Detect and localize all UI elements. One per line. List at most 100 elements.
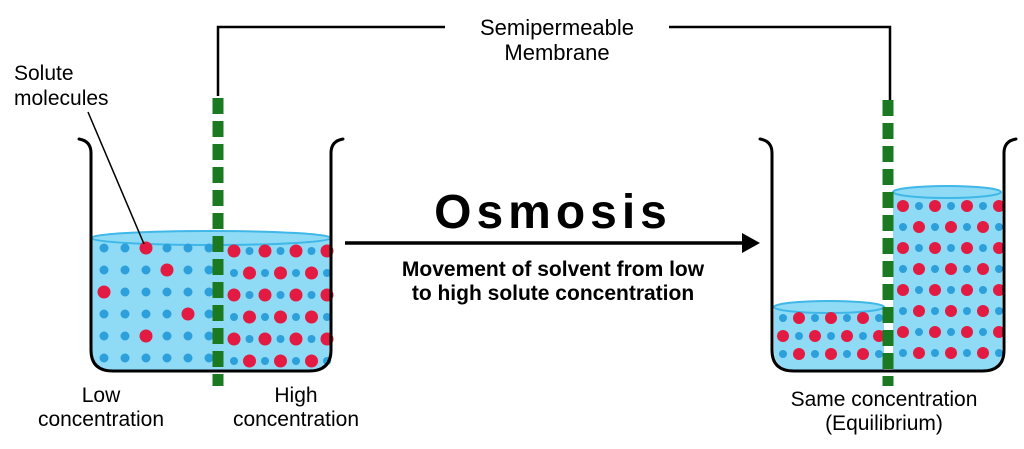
solvent-molecule-dot bbox=[899, 223, 907, 231]
solute-molecule-dot bbox=[97, 285, 111, 299]
solute-molecule-dot bbox=[160, 263, 174, 277]
solute-molecule-dot bbox=[993, 284, 1005, 296]
same-concentration-label-line2: (Equilibrium) bbox=[825, 412, 943, 435]
solvent-molecule-dot bbox=[979, 286, 987, 294]
solute-molecule-dot bbox=[993, 200, 1005, 212]
solvent-molecule-dot bbox=[292, 357, 300, 365]
solute-molecule-dot bbox=[961, 200, 973, 212]
osmosis-arrow bbox=[345, 233, 760, 253]
solute-molecule-dot bbox=[961, 326, 973, 338]
solvent-molecule-dot bbox=[979, 328, 987, 336]
solute-molecule-dot bbox=[305, 354, 318, 368]
solvent-molecule-dot bbox=[204, 309, 214, 319]
solvent-molecule-dot bbox=[899, 349, 907, 357]
right-beaker-right-water bbox=[893, 192, 1002, 370]
right-beaker-group bbox=[758, 100, 1018, 386]
left-beaker-water bbox=[91, 238, 331, 370]
solute-molecule-dot bbox=[289, 332, 303, 346]
solvent-molecule-dot bbox=[947, 244, 955, 252]
solvent-molecule-dot bbox=[779, 350, 787, 358]
solvent-molecule-dot bbox=[162, 331, 172, 341]
solvent-molecule-dot bbox=[204, 287, 214, 297]
solvent-molecule-dot bbox=[230, 269, 238, 277]
solute-molecule-dot bbox=[139, 329, 153, 343]
solvent-molecule-dot bbox=[979, 202, 987, 210]
solute-molecule-dot bbox=[809, 330, 821, 342]
right-beaker-outline bbox=[758, 137, 1018, 373]
same-concentration-label-line1: Same concentration bbox=[791, 388, 978, 411]
solvent-molecule-dot bbox=[843, 314, 851, 322]
solvent-molecule-dot bbox=[183, 353, 193, 363]
solute-label-line2: molecules bbox=[14, 87, 109, 110]
solute-molecule-dot bbox=[945, 263, 957, 275]
solvent-molecule-dot bbox=[931, 349, 939, 357]
solute-molecule-dot bbox=[289, 244, 303, 258]
solvent-molecule-dot bbox=[261, 313, 269, 321]
solvent-molecule-dot bbox=[963, 265, 971, 273]
solvent-molecule-dot bbox=[120, 353, 130, 363]
solvent-molecule-dot bbox=[811, 314, 819, 322]
solvent-molecule-dot bbox=[931, 307, 939, 315]
solvent-molecule-dot bbox=[995, 349, 1003, 357]
solute-molecule-dot bbox=[305, 310, 318, 324]
solute-molecule-dot bbox=[227, 244, 241, 258]
solute-molecule-dot bbox=[825, 312, 837, 324]
solvent-molecule-dot bbox=[276, 247, 285, 255]
solute-molecule-dot bbox=[227, 332, 241, 346]
solvent-molecule-dot bbox=[995, 307, 1003, 315]
solvent-molecule-dot bbox=[323, 313, 331, 321]
solute-molecule-dot bbox=[274, 310, 287, 324]
solvent-molecule-dot bbox=[795, 332, 803, 340]
solvent-molecule-dot bbox=[204, 243, 214, 253]
solvent-molecule-dot bbox=[120, 265, 130, 275]
solvent-molecule-dot bbox=[99, 265, 109, 275]
solute-molecule-dot bbox=[305, 266, 318, 280]
solvent-molecule-dot bbox=[245, 291, 254, 299]
solvent-molecule-dot bbox=[162, 309, 172, 319]
solvent-molecule-dot bbox=[307, 335, 316, 343]
solvent-molecule-dot bbox=[230, 357, 238, 365]
solvent-molecule-dot bbox=[931, 223, 939, 231]
solute-molecule-dot bbox=[258, 244, 272, 258]
solute-molecule-dot bbox=[873, 330, 885, 342]
right-beaker-right-water-surface bbox=[892, 185, 1002, 199]
solute-molecule-dot bbox=[977, 263, 989, 275]
solvent-molecule-dot bbox=[963, 349, 971, 357]
solvent-molecule-dot bbox=[899, 265, 907, 273]
membrane-callout-line-right bbox=[669, 25, 892, 100]
right-beaker-right-molecules bbox=[897, 200, 1005, 359]
solute-molecule-dot bbox=[793, 348, 805, 360]
solute-pointer-line bbox=[87, 111, 145, 245]
solute-molecule-dot bbox=[945, 347, 957, 359]
solvent-molecule-dot bbox=[162, 287, 172, 297]
membrane-callout-line-left bbox=[216, 25, 445, 96]
solute-molecule-dot bbox=[227, 288, 241, 302]
right-beaker-left-molecules bbox=[777, 312, 885, 360]
solvent-molecule-dot bbox=[811, 350, 819, 358]
solute-molecule-dot bbox=[913, 263, 925, 275]
solvent-molecule-dot bbox=[963, 223, 971, 231]
solvent-molecule-dot bbox=[120, 287, 130, 297]
solvent-molecule-dot bbox=[827, 332, 835, 340]
solute-molecule-dot bbox=[825, 348, 837, 360]
solvent-molecule-dot bbox=[204, 353, 214, 363]
solvent-molecule-dot bbox=[183, 243, 193, 253]
solvent-molecule-dot bbox=[963, 307, 971, 315]
solute-molecule-dot bbox=[929, 200, 941, 212]
solute-molecule-dot bbox=[913, 347, 925, 359]
solvent-molecule-dot bbox=[779, 314, 787, 322]
solvent-molecule-dot bbox=[859, 332, 867, 340]
solvent-molecule-dot bbox=[99, 243, 109, 253]
solvent-molecule-dot bbox=[204, 265, 214, 275]
solute-molecule-dot bbox=[961, 242, 973, 254]
solute-molecule-dot bbox=[793, 312, 805, 324]
solute-molecule-dot bbox=[857, 348, 869, 360]
solvent-molecule-dot bbox=[99, 309, 109, 319]
low-concentration-label-line1: Low bbox=[82, 384, 121, 407]
solvent-molecule-dot bbox=[141, 265, 151, 275]
solvent-molecule-dot bbox=[995, 223, 1003, 231]
osmosis-subtitle-line1: Movement of solvent from low bbox=[402, 258, 705, 281]
left-beaker-outline bbox=[77, 137, 345, 373]
solvent-molecule-dot bbox=[915, 286, 923, 294]
